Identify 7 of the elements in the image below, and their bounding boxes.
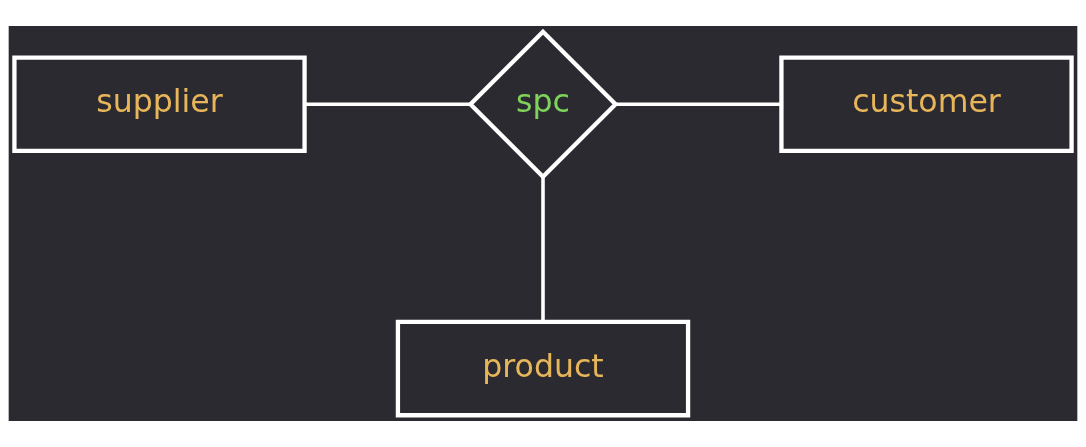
node-diamond: spc bbox=[467, 28, 619, 180]
node-box: product bbox=[395, 319, 691, 418]
connector bbox=[541, 177, 545, 322]
connector bbox=[615, 102, 782, 107]
connector bbox=[304, 102, 471, 107]
node-box: customer bbox=[779, 55, 1074, 154]
node-box: supplier bbox=[12, 55, 307, 154]
